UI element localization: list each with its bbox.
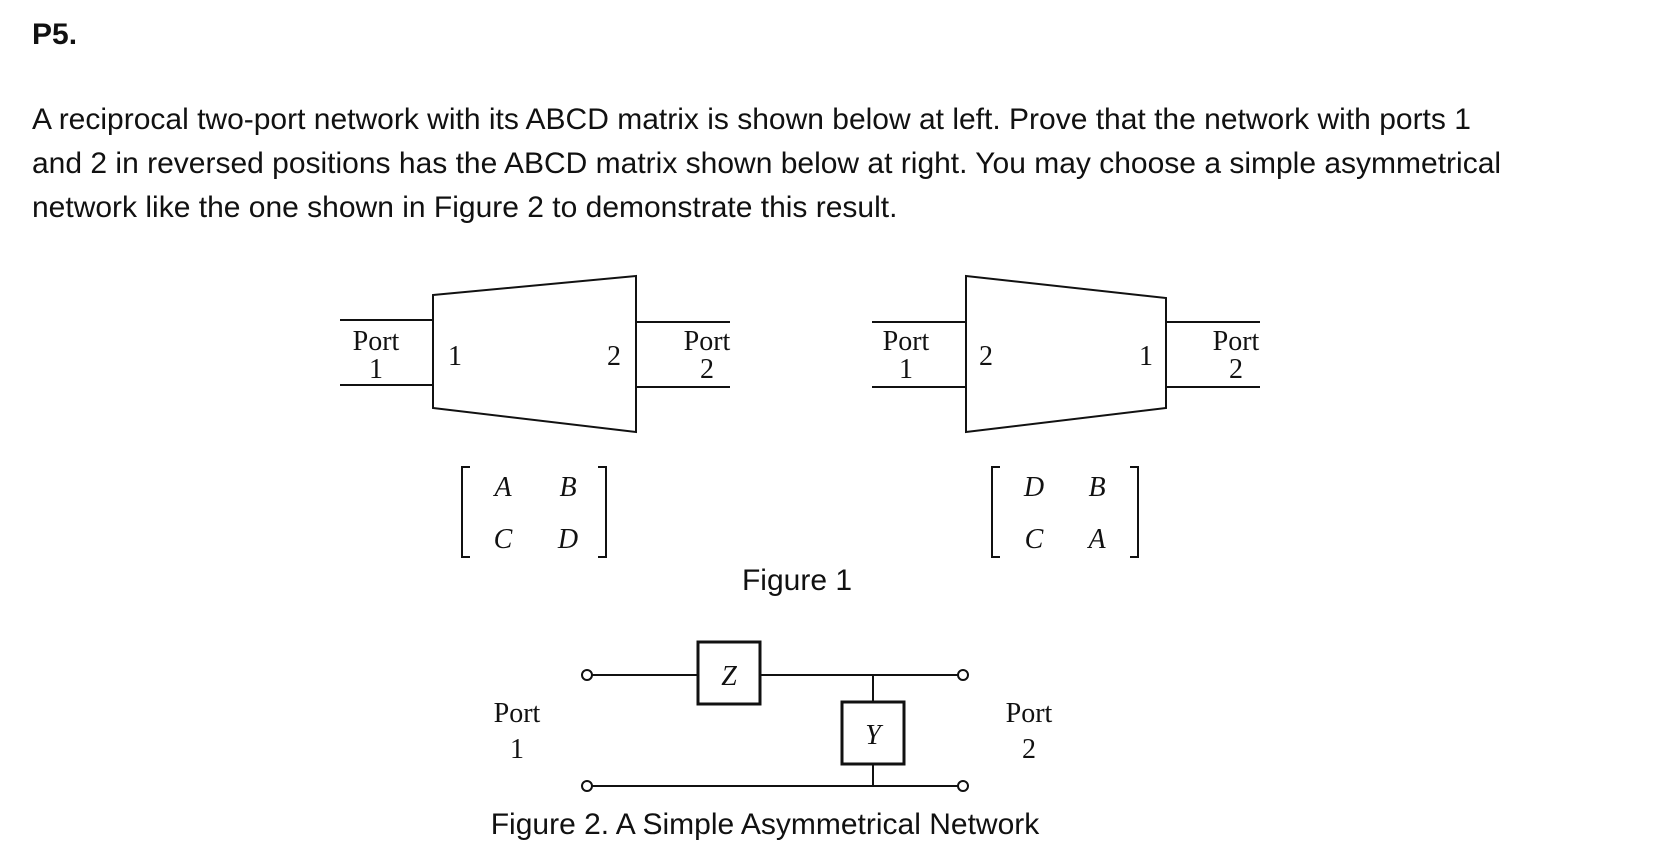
fig2-port1-top-terminal (581, 669, 593, 681)
problem-label: P5. (32, 18, 78, 51)
fig1-right-network (872, 274, 1260, 434)
fig2-port2-top-terminal (957, 669, 969, 681)
fig2-series-element-box (696, 640, 762, 706)
fig1-right-inner-label-1: 1 (1139, 341, 1153, 372)
fig1-left-box (432, 274, 637, 434)
fig1-left-inner-label-1: 1 (448, 341, 462, 372)
fig1-left-matrix-bracket-right (598, 466, 607, 558)
fig1-right-port2-word: Port (1213, 326, 1260, 357)
problem-line: A reciprocal two-port network with its A… (32, 103, 1471, 136)
fig1-left-port1-number: 1 (369, 354, 383, 385)
figure2-caption: Figure 2. A Simple Asymmetrical Network (491, 808, 1041, 841)
fig2-port1-bottom-terminal (581, 780, 593, 792)
fig1-right-box (965, 274, 1167, 434)
fig1-right-port1-number: 1 (899, 354, 913, 385)
problem-statement: A reciprocal two-port network with its A… (32, 98, 1662, 230)
problem-line: and 2 in reversed positions has the ABCD… (32, 147, 1502, 180)
fig2-port2-word: Port (1006, 698, 1053, 729)
fig1-right-matrix-a22: A (1086, 524, 1106, 555)
fig1-right-matrix-a21: C (1025, 524, 1044, 555)
fig1-right-port1-word: Port (883, 326, 930, 357)
fig1-right-port2-number: 2 (1229, 354, 1243, 385)
fig2-port2-number: 2 (1022, 734, 1036, 765)
fig1-right-matrix-bracket-left (991, 466, 1000, 558)
fig1-left-port2-number: 2 (700, 354, 714, 385)
fig1-left-matrix-bracket-left (461, 466, 470, 558)
fig1-left-network (340, 274, 730, 434)
fig2-port1-number: 1 (510, 734, 524, 765)
fig2-shunt-element-label: Y (865, 720, 884, 751)
fig2-port1-word: Port (494, 698, 541, 729)
fig1-right-matrix-a11: D (1023, 472, 1044, 503)
fig2-series-element-label: Z (721, 661, 737, 692)
fig1-left-inner-label-2: 2 (607, 341, 621, 372)
fig2-circuit (581, 640, 969, 792)
fig1-left-matrix-a22: D (557, 524, 578, 555)
fig1-left-matrix-a11: A (492, 472, 512, 503)
fig1-left-port1-word: Port (353, 326, 400, 357)
fig1-left-matrix-a12: B (559, 472, 576, 503)
fig2-port2-bottom-terminal (957, 780, 969, 792)
figure1-caption: Figure 1 (742, 564, 852, 597)
fig1-right-matrix-bracket-right (1130, 466, 1139, 558)
fig1-left-port2-word: Port (684, 326, 731, 357)
fig1-right-inner-label-2: 2 (979, 341, 993, 372)
problem-line: network like the one shown in Figure 2 t… (32, 191, 898, 224)
fig1-left-matrix-a21: C (494, 524, 513, 555)
fig1-right-matrix-a12: B (1088, 472, 1105, 503)
